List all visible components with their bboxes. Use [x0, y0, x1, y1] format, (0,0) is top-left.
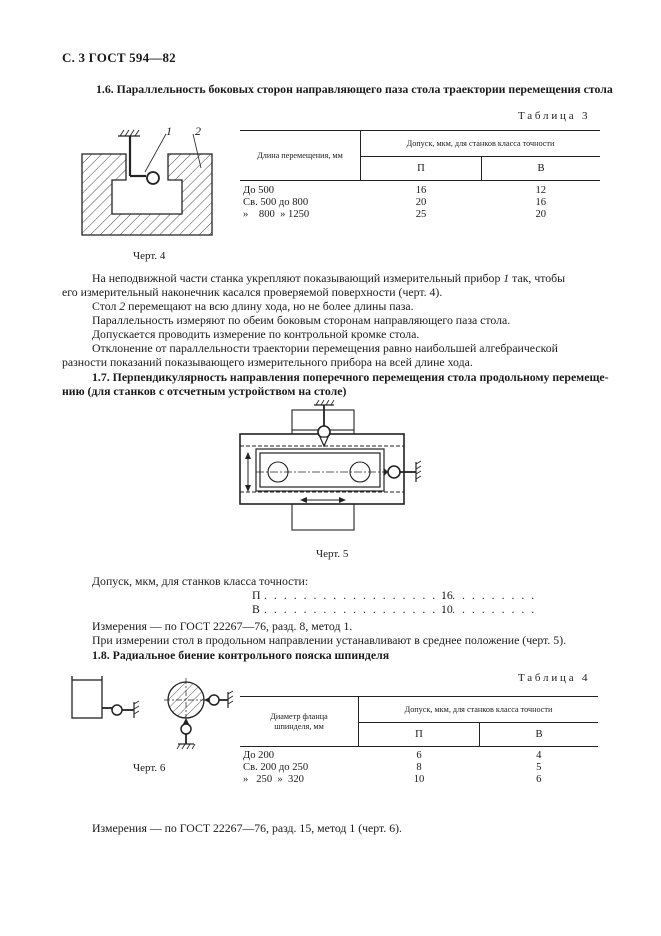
- table-3-cell-p: 25: [415, 208, 427, 220]
- table-3-tolerance-header: Допуск, мкм, для станков класса точности: [360, 130, 600, 157]
- paragraph-line: Отклонение от параллельности траектории …: [92, 341, 558, 355]
- section-1-6-title: 1.6. Параллельность боковых сторон напра…: [96, 82, 613, 96]
- paragraph-line: На неподвижной части станка укрепляют по…: [92, 271, 566, 285]
- table-4-row-range: » 250 » 320: [243, 773, 304, 785]
- section-1-7-title-line1: 1.7. Перпендикулярность направления попе…: [92, 370, 609, 384]
- tolerance-p-value: 16: [441, 588, 453, 602]
- section-1-7-title-line2: нию (для станков с отсчетным устройством…: [62, 384, 347, 398]
- table-4-cell-v: 6: [536, 773, 542, 785]
- figure-5-caption: Черт. 5: [316, 548, 349, 560]
- tolerance-p-leader: . . . . . . . . . . . . . . . . . . . . …: [264, 588, 537, 602]
- table-4-row-range: До 200: [243, 750, 275, 761]
- paragraph-line: разности показаний показывающего измерит…: [62, 355, 473, 369]
- paragraph-line: Параллельность измеряют по обеим боковым…: [92, 313, 511, 327]
- table-3-class-p-header: П: [360, 156, 482, 181]
- figure-5-drawing: [239, 399, 422, 531]
- table-4-cell-p: 6: [416, 750, 422, 761]
- figure-4-caption: Черт. 4: [133, 250, 166, 262]
- note-1-7: При измерении стол в продольном направле…: [92, 633, 567, 647]
- table-3-row-range: Св. 500 до 800: [243, 196, 309, 208]
- table-3-cell-p: 16: [415, 185, 427, 196]
- figure-4-drawing: [81, 129, 213, 236]
- table-4-cell-v: 5: [536, 761, 542, 773]
- figure-6-caption: Черт. 6: [133, 762, 166, 774]
- table-3-row-range: » 800 » 1250: [243, 208, 310, 220]
- measure-1-7: Измерения — по ГОСТ 22267—76, разд. 8, м…: [92, 619, 353, 633]
- table-3: Длина перемещения, мм Допуск, мкм, для с…: [240, 130, 600, 223]
- page-header: С. 3 ГОСТ 594—82: [62, 50, 176, 65]
- table-4: Диаметр фланца шпинделя, мм Допуск, мкм,…: [240, 696, 598, 787]
- section-1-8-title: 1.8. Радиальное биение контрольного пояс…: [92, 648, 390, 662]
- table-4-cell-p: 8: [416, 761, 422, 773]
- tolerance-v-leader: . . . . . . . . . . . . . . . . . . . . …: [264, 602, 537, 616]
- figure-4-number-2: 2: [195, 124, 201, 138]
- table-3-cell-v: 20: [535, 208, 547, 220]
- measure-1-8: Измерения — по ГОСТ 22267—76, разд. 15, …: [92, 821, 402, 835]
- table-4-label: Таблица 4: [518, 672, 591, 684]
- tolerance-v-label: В: [252, 602, 260, 616]
- table-3-cell-v: 12: [535, 185, 547, 196]
- table-3-row-range: До 500: [243, 185, 275, 196]
- table-3-cell-v: 16: [535, 196, 547, 208]
- figure-4-number-1: 1: [166, 124, 172, 138]
- paragraph-line: его измерительный наконечник касался про…: [62, 285, 443, 299]
- table-4-class-p-header: П: [358, 722, 480, 747]
- table-3-col-length-header: Длина перемещения, мм: [240, 130, 361, 181]
- figure-6-drawing: [71, 676, 234, 750]
- tolerance-p-label: П: [252, 588, 261, 602]
- tolerance-intro: Допуск, мкм, для станков класса точности…: [92, 574, 309, 588]
- paragraph-line: Стол 2 перемещают на всю длину хода, но …: [92, 299, 414, 313]
- table-4-col-diameter-header: Диаметр фланца шпинделя, мм: [240, 696, 359, 747]
- table-3-cell-p: 20: [415, 196, 427, 208]
- table-4-cell-v: 4: [536, 750, 542, 761]
- table-3-label: Таблица 3: [518, 110, 591, 122]
- table-4-row-range: Св. 200 до 250: [243, 761, 309, 773]
- table-4-tolerance-header: Допуск, мкм, для станков класса точности: [358, 696, 598, 723]
- table-3-class-v-header: В: [481, 156, 600, 181]
- table-4-class-v-header: В: [479, 722, 598, 747]
- tolerance-v-value: 10: [441, 602, 453, 616]
- paragraph-line: Допускается проводить измерение по контр…: [92, 327, 420, 341]
- table-4-cell-p: 10: [413, 773, 425, 785]
